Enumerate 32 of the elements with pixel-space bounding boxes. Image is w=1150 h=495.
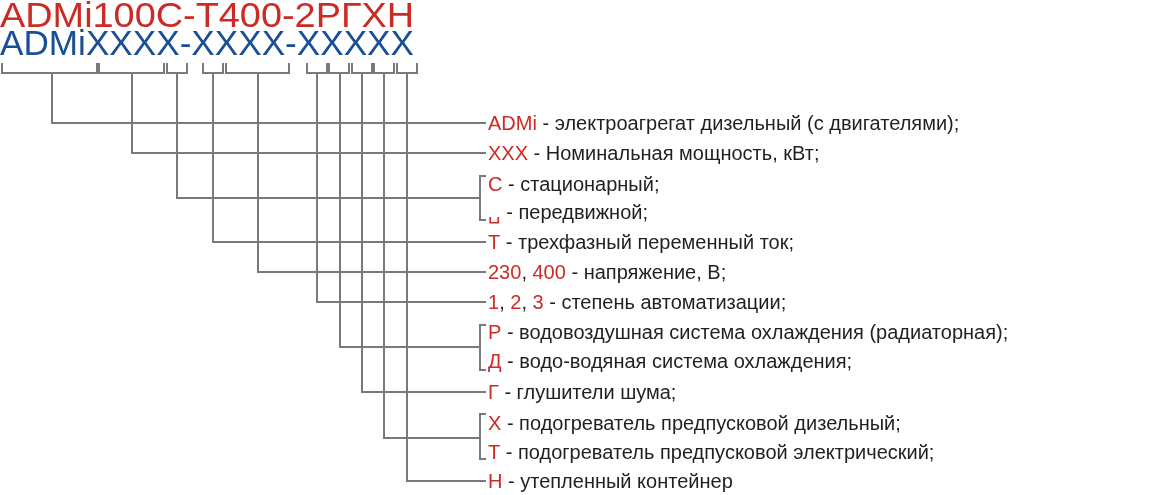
segment-bracket <box>351 62 373 74</box>
leader-line <box>257 73 487 273</box>
code-description: 1, 2, 3 - степень автоматизации; <box>488 290 787 314</box>
code-description: Р - водовоздушная система охлаждения (радиаторная); <box>488 320 1009 344</box>
code-description: Н - утепленный контейнер <box>488 469 733 493</box>
segment-bracket <box>1 62 98 74</box>
code-description: С - стационарный; <box>488 172 660 196</box>
leader-line <box>212 73 487 243</box>
code-description: Т - трехфазный переменный ток; <box>488 230 795 254</box>
segment-bracket <box>166 62 188 74</box>
example-code: ADMi100С-Т400-2РГХН <box>0 1 414 29</box>
segment-bracket <box>328 62 350 74</box>
segment-bracket <box>98 62 165 74</box>
code-description: 230, 400 - напряжение, В; <box>488 260 727 284</box>
leader-line <box>406 73 487 482</box>
leader-line <box>51 73 487 124</box>
code-description: Г - глушители шума; <box>488 380 677 404</box>
code-description: ␣ - передвижной; <box>488 200 648 224</box>
code-description: Х - подогреватель предпусковой дизельный; <box>488 411 901 435</box>
code-description: ADMi - электроагрегат дизельный (с двигателями); <box>488 111 960 135</box>
code-description: XXX - Номинальная мощность, кВт; <box>488 141 820 165</box>
leader-line <box>361 73 487 393</box>
leader-line <box>131 73 487 154</box>
segment-bracket <box>202 62 224 74</box>
leader-line <box>316 73 487 303</box>
segment-bracket <box>225 62 290 74</box>
code-description: Д - водо-водяная система охлаждения; <box>488 349 853 373</box>
segment-bracket <box>396 62 418 74</box>
code-template: ADMiXXXX-XXXX-XXXXX <box>0 29 414 57</box>
segment-bracket <box>306 62 328 74</box>
segment-bracket <box>373 62 395 74</box>
code-description: Т - подогреватель предпусковой электрический; <box>488 440 935 464</box>
